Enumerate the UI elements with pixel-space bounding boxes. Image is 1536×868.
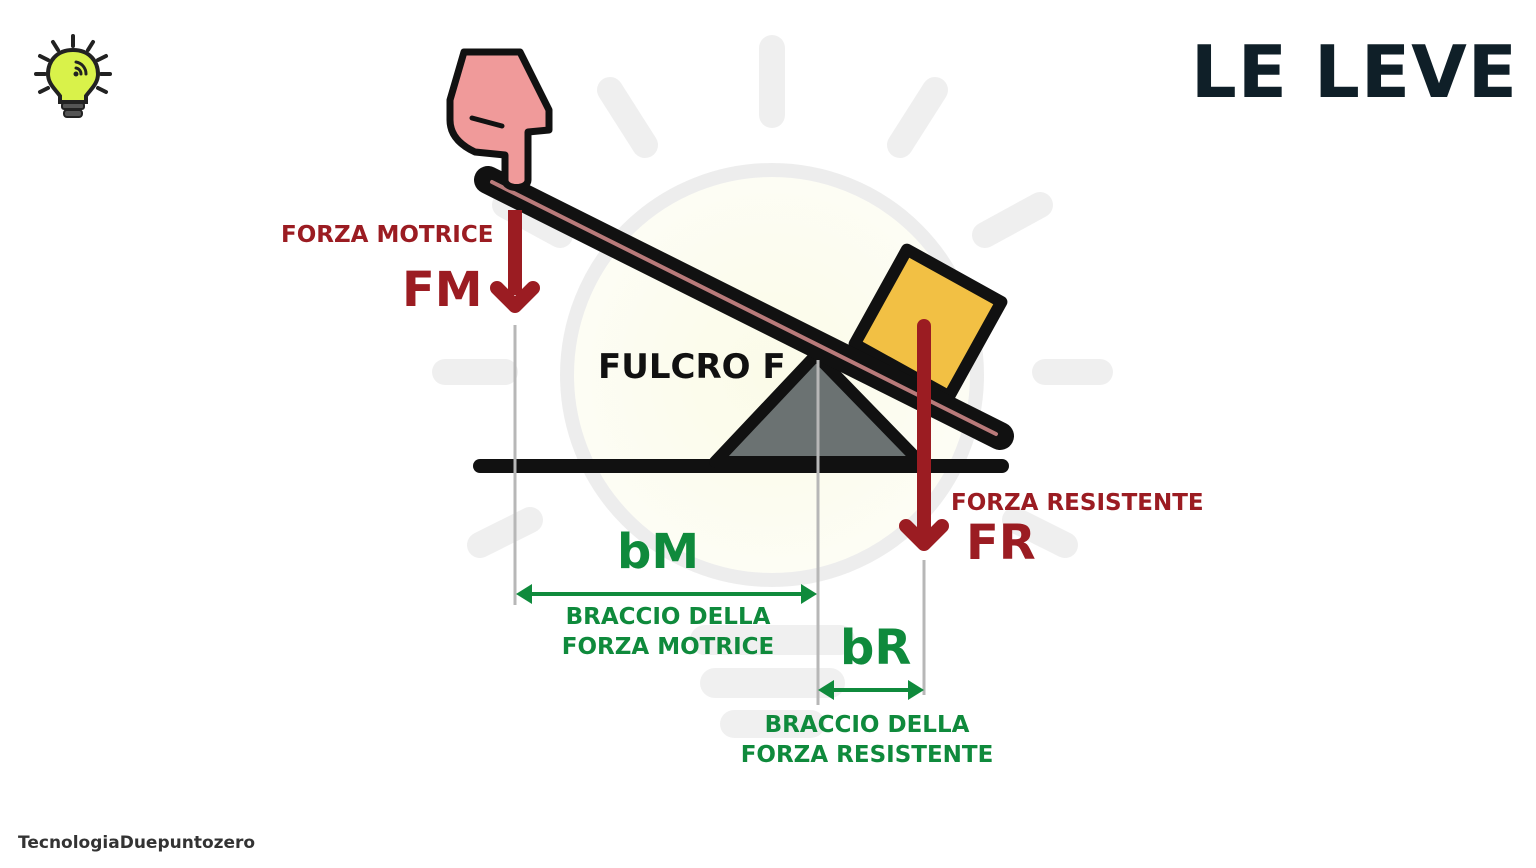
br-label: bR	[840, 620, 912, 676]
fulcro-label: FULCRO F	[598, 347, 786, 387]
page-title: LE LEVE	[1190, 30, 1518, 114]
lever-beam	[474, 166, 1014, 450]
braccio-motrice-line1: BRACCIO DELLA	[565, 604, 771, 630]
pointing-hand-icon	[446, 48, 553, 191]
forza-motrice-label: FORZA MOTRICE	[281, 222, 494, 248]
footer-brand: TecnologiaDuepuntozero	[18, 833, 256, 853]
forza-resistente-arrow	[899, 319, 949, 551]
braccio-resistente-line2: FORZA RESISTENTE	[740, 742, 994, 768]
braccio-resistente-caption: BRACCIO DELLA FORZA RESISTENTE	[737, 710, 997, 770]
reference-lines	[513, 325, 926, 705]
braccio-motrice-line2: FORZA MOTRICE	[561, 634, 775, 660]
braccio-resistente-line1: BRACCIO DELLA	[764, 712, 970, 738]
bm-label: bM	[617, 524, 700, 580]
braccio-motrice-caption: BRACCIO DELLA FORZA MOTRICE	[548, 602, 788, 662]
fm-label: FM	[402, 262, 483, 318]
lightbulb-logo-icon	[34, 34, 112, 118]
forza-motrice-arrow	[490, 210, 540, 313]
forza-resistente-label: FORZA RESISTENTE	[951, 490, 1204, 516]
fr-label: FR	[966, 515, 1036, 571]
braccio-motrice-arrow	[516, 584, 817, 604]
braccio-resistente-arrow	[818, 680, 924, 700]
